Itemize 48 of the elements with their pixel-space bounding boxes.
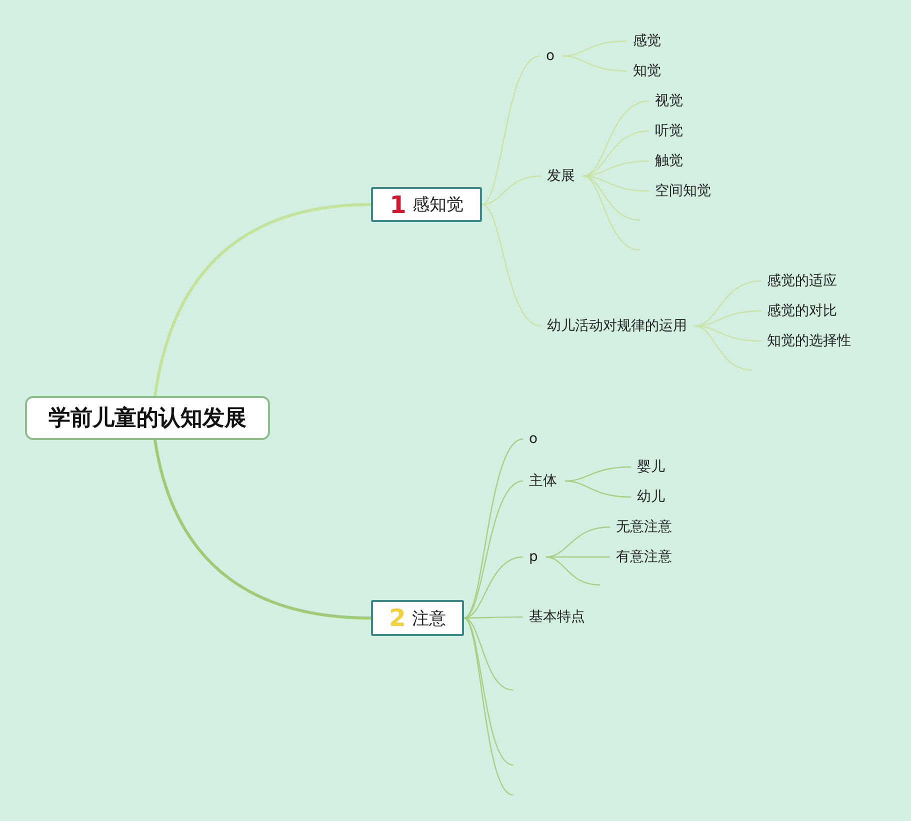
branch-line [482,55,540,206]
branch-label: 知觉 [627,60,669,82]
branch-line [464,480,524,619]
branch-line [464,616,523,619]
branch-line [482,175,542,206]
branch-label: 有意注意 [610,546,680,568]
branch-label: o [540,46,563,66]
branch-line [582,175,640,251]
branch-label: 发展 [541,165,583,187]
branch-label: 基本特点 [523,606,593,628]
step-number: 2 [389,604,406,632]
branch-line [464,618,514,766]
branch-label: 感觉的适应 [761,270,845,292]
branch-label: 听觉 [649,120,691,142]
branch-line [482,204,542,327]
branch-line [546,526,610,558]
topic-label: 注意 [412,608,446,630]
branch-label: 无意注意 [610,516,680,538]
branch-line [154,203,372,396]
branch-label: 视觉 [649,90,691,112]
branch-line [694,280,762,327]
branch-line [464,438,524,618]
branch-label: 感觉的对比 [761,300,845,322]
branch-line [464,618,514,796]
branch-line [154,440,372,620]
topic-box [371,600,464,636]
topic-label: 感知觉 [412,194,464,216]
branch-label: 感觉 [627,30,669,52]
branch-label: 幼儿 [631,486,673,508]
branch-line [464,617,514,691]
branch-label: 空间知觉 [649,180,719,202]
branch-line [582,130,650,177]
branch-label: 幼儿活动对规律的运用 [541,315,695,337]
branch-label: 婴儿 [631,456,673,478]
step-number: 1 [390,190,406,218]
branch-label: o [523,429,546,449]
branch-line [582,175,640,221]
branch-label: 知觉的选择性 [761,330,859,352]
branch-label: p [523,547,546,567]
topic-box [371,187,482,222]
branch-label: 主体 [523,470,565,492]
branch-line [562,55,628,72]
branch-line [694,325,752,371]
branch-line [546,556,600,586]
branch-label: 触觉 [649,150,691,172]
branch-line [464,556,524,619]
central-topic-box: 学前儿童的认知发展 [25,396,270,440]
branch-line [564,480,632,498]
